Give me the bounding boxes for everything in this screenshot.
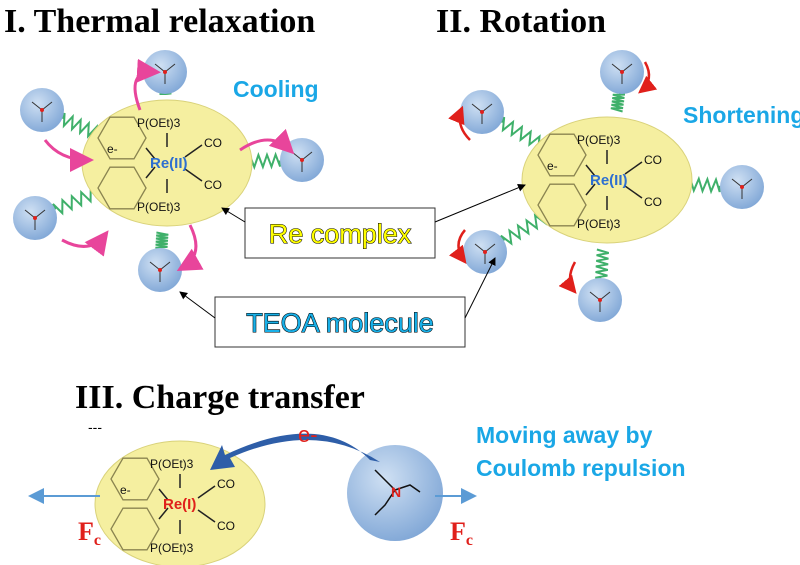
- phosphite-bottom: P(OEt)3: [150, 541, 194, 555]
- svg-text:N: N: [391, 484, 401, 500]
- teoa-label-box: [214, 296, 466, 348]
- force-label-left: Fc: [78, 517, 101, 549]
- rotation-arrows-red: [448, 61, 658, 294]
- rotation-arrows: [43, 58, 295, 271]
- panel-1-title: I. Thermal relaxation: [4, 3, 315, 40]
- bipyridine-ring: [537, 183, 587, 227]
- ligand-electron: e-: [547, 159, 558, 173]
- bipyridine-ring: [97, 166, 147, 210]
- springs: [52, 91, 722, 280]
- carbonyl-bottom: CO: [217, 519, 235, 533]
- bipyridine-ring: [110, 507, 160, 551]
- pointer-arrows: [179, 183, 526, 319]
- moving-away-note-1: Moving away by: [476, 422, 653, 448]
- metal-center-thermal: Re(II): [150, 155, 188, 172]
- re-complex-label: Re complex: [269, 219, 412, 249]
- cooling-note: Cooling: [233, 76, 319, 102]
- carbonyl-bottom: CO: [644, 195, 662, 209]
- phosphite-top: P(OEt)3: [137, 116, 181, 130]
- complex-ellipse: [94, 440, 266, 565]
- teoa-label: TEOA molecule: [246, 308, 434, 338]
- bipyridine-ring: [110, 457, 160, 501]
- carbonyl-top: CO: [204, 136, 222, 150]
- phosphite-top: P(OEt)3: [577, 133, 621, 147]
- spring: [155, 231, 169, 250]
- panel-3-title: III. Charge transfer: [75, 379, 365, 416]
- bipyridine-ring: [537, 133, 587, 177]
- svg-text:---: ---: [88, 419, 102, 435]
- re-complex-label-box: [244, 207, 436, 259]
- phosphite-top: P(OEt)3: [150, 457, 194, 471]
- carbonyl-top: CO: [644, 153, 662, 167]
- metal-center-charge: Re(I): [163, 496, 196, 513]
- transfer-electron-label: e-: [298, 422, 318, 447]
- teoa-molecules: [13, 50, 764, 322]
- electron-transfer-arrow: [210, 433, 380, 470]
- spring: [500, 116, 550, 152]
- carbonyl-bottom: CO: [204, 178, 222, 192]
- teoa-molecule-large: [347, 445, 443, 541]
- spring: [610, 92, 626, 113]
- complex-ellipse: [521, 116, 693, 244]
- bipyridine-ring: [97, 116, 147, 160]
- panel-2-title: II. Rotation: [436, 3, 606, 40]
- force-label-right: Fc: [450, 517, 473, 549]
- phosphite-bottom: P(OEt)3: [577, 217, 621, 231]
- phosphite-bottom: P(OEt)3: [137, 200, 181, 214]
- shortening-note: Shortening: [683, 102, 800, 128]
- metal-center-rotation: Re(II): [590, 172, 628, 189]
- ligand-electron: e-: [120, 483, 131, 497]
- carbonyl-top: CO: [217, 477, 235, 491]
- moving-away-note-2: Coulomb repulsion: [476, 455, 686, 481]
- ligand-electron: e-: [107, 142, 118, 156]
- spring: [500, 210, 547, 246]
- spring: [595, 248, 609, 280]
